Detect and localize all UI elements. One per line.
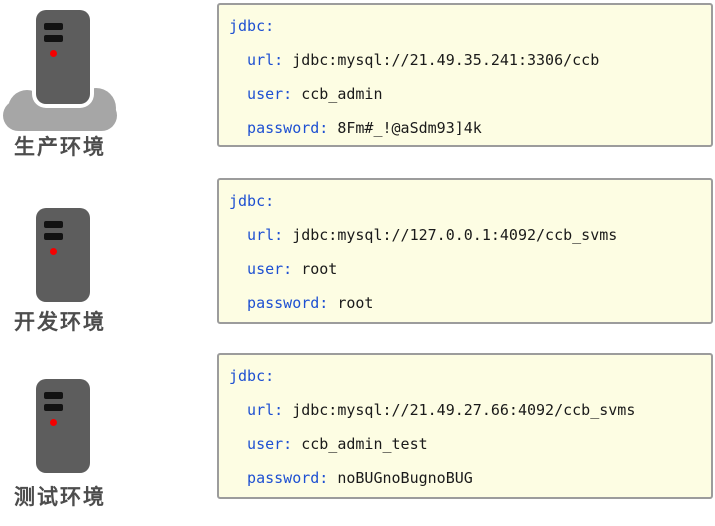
yaml-value: ccb_admin xyxy=(301,85,383,103)
drive-slot-icon xyxy=(44,392,63,399)
drive-slot-icon xyxy=(44,23,63,30)
env-label-production: 生产环境 xyxy=(14,136,106,159)
yaml-value: noBUGnoBugnoBUG xyxy=(337,469,473,487)
yaml-line-password: password: noBUGnoBugnoBUG xyxy=(229,461,701,495)
env-label-development: 开发环境 xyxy=(14,311,106,334)
yaml-key: jdbc: xyxy=(229,192,275,210)
yaml-line-user: user: ccb_admin_test xyxy=(229,427,701,461)
power-led-icon xyxy=(50,248,57,255)
server-tower-icon xyxy=(36,379,90,473)
yaml-key: url: xyxy=(229,51,284,69)
jdbc-config-box-development: jdbc: url: jdbc:mysql://127.0.0.1:4092/cc… xyxy=(217,178,713,324)
yaml-key: url: xyxy=(229,401,284,419)
yaml-line-password: password: root xyxy=(229,286,701,320)
drive-slot-icon xyxy=(44,404,63,411)
yaml-key: user: xyxy=(229,85,293,103)
cloud-base xyxy=(3,100,117,131)
server-tower-icon xyxy=(36,208,90,302)
yaml-key: password: xyxy=(229,294,329,312)
drive-slot-icon xyxy=(44,35,63,42)
yaml-value: ccb_admin_test xyxy=(301,435,428,453)
yaml-key: password: xyxy=(229,469,329,487)
yaml-line-url: url: jdbc:mysql://127.0.0.1:4092/ccb_svms xyxy=(229,218,701,252)
yaml-value: root xyxy=(337,294,374,312)
yaml-line-jdbc: jdbc: xyxy=(229,184,701,218)
yaml-value: jdbc:mysql://21.49.27.66:4092/ccb_svms xyxy=(292,401,636,419)
yaml-line-jdbc: jdbc: xyxy=(229,9,701,43)
yaml-line-password: password: 8Fm#_!@aSdm93]4k xyxy=(229,111,701,145)
server-tower-icon xyxy=(36,10,90,104)
jdbc-config-box-production: jdbc: url: jdbc:mysql://21.49.35.241:3306… xyxy=(217,3,713,147)
yaml-line-url: url: jdbc:mysql://21.49.35.241:3306/ccb xyxy=(229,43,701,77)
yaml-key: password: xyxy=(229,119,329,137)
drive-slot-icon xyxy=(44,221,63,228)
yaml-value: jdbc:mysql://21.49.35.241:3306/ccb xyxy=(292,51,600,69)
yaml-line-user: user: ccb_admin xyxy=(229,77,701,111)
yaml-value: 8Fm#_!@aSdm93]4k xyxy=(337,119,482,137)
power-led-icon xyxy=(50,419,57,426)
yaml-key: url: xyxy=(229,226,284,244)
yaml-key: jdbc: xyxy=(229,367,275,385)
yaml-value: jdbc:mysql://127.0.0.1:4092/ccb_svms xyxy=(292,226,618,244)
jdbc-config-box-testing: jdbc: url: jdbc:mysql://21.49.27.66:4092/… xyxy=(217,353,713,499)
yaml-value: root xyxy=(301,260,338,278)
yaml-line-url: url: jdbc:mysql://21.49.27.66:4092/ccb_sv… xyxy=(229,393,701,427)
yaml-key: user: xyxy=(229,435,293,453)
yaml-key: user: xyxy=(229,260,293,278)
env-label-testing: 测试环境 xyxy=(14,486,106,509)
yaml-line-jdbc: jdbc: xyxy=(229,359,701,393)
power-led-icon xyxy=(50,50,57,57)
yaml-key: jdbc: xyxy=(229,17,275,35)
yaml-line-user: user: root xyxy=(229,252,701,286)
drive-slot-icon xyxy=(44,233,63,240)
